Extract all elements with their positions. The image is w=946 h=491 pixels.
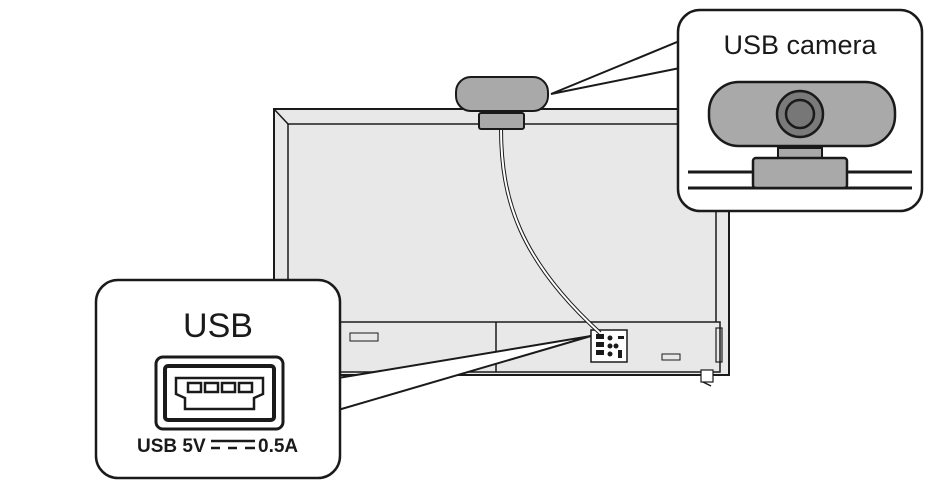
camera-callout-pointer: [550, 38, 692, 95]
usb-callout: USB USB 5V 0.5A: [94, 278, 342, 480]
camera-callout-title: USB camera: [723, 30, 877, 60]
usb-camera-large-icon: [688, 80, 912, 190]
dc-symbol-icon: [211, 439, 255, 450]
usb-callout-title: USB: [183, 307, 253, 345]
camera-callout: USB camera: [676, 8, 924, 213]
usb-rating-current: 0.5A: [258, 436, 298, 457]
usb-port-icon: [154, 355, 285, 431]
usb-camera-icon: [455, 76, 549, 130]
tv-terminal-panel: [590, 329, 628, 363]
usb-rating-label: USB 5V: [137, 436, 206, 457]
